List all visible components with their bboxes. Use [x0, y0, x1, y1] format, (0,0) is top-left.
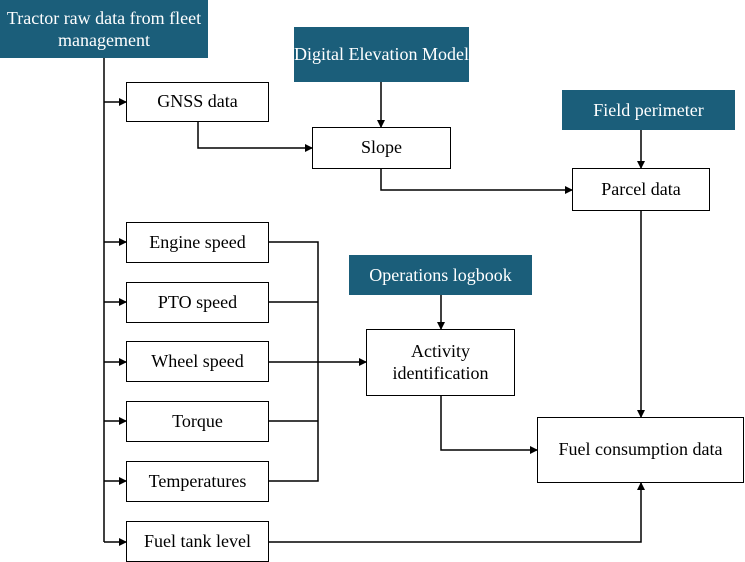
engine-speed-label: Engine speed	[149, 231, 246, 252]
logbook-label: Operations logbook	[369, 264, 512, 285]
torque-label: Torque	[172, 410, 223, 431]
temperatures-node: Temperatures	[126, 461, 269, 502]
dem-source-label: Digital Elevation Model	[294, 44, 469, 65]
activity-identification-label: Activity identification	[392, 340, 489, 383]
slope-node: Slope	[312, 127, 451, 169]
gnss-data-label: GNSS data	[157, 91, 238, 112]
fuel-consumption-data-label: Fuel consumption data	[558, 439, 723, 460]
wheel-speed-label: Wheel speed	[151, 350, 244, 371]
arrow-gnss-slope	[197, 121, 313, 152]
parcel-data-label: Parcel data	[601, 178, 681, 199]
engine-speed-node: Engine speed	[126, 222, 269, 263]
field-perimeter-source-box: Field perimeter	[562, 90, 735, 130]
pto-speed-label: PTO speed	[157, 291, 238, 312]
gnss-data-node: GNSS data	[126, 82, 269, 122]
logbook-source-box: Operations logbook	[349, 255, 532, 295]
parcel-data-node: Parcel data	[572, 168, 710, 211]
fuel-tank-level-label: Fuel tank level	[144, 530, 251, 551]
field-perimeter-label: Field perimeter	[593, 99, 704, 120]
arrow-slope-parcel	[380, 169, 573, 194]
slope-label: Slope	[360, 137, 402, 158]
dem-source-box: Digital Elevation Model	[294, 27, 469, 82]
arrow-activity-fuelcons	[440, 396, 538, 454]
tractor-source-label: Tractor raw data from fleet management	[6, 7, 202, 51]
fuel-tank-level-node: Fuel tank level	[126, 521, 269, 562]
arrow-fueltank-fuelcons	[269, 482, 645, 543]
wheel-speed-node: Wheel speed	[126, 341, 269, 382]
activity-identification-node: Activity identification	[366, 329, 515, 396]
tractor-source-box: Tractor raw data from fleet management	[0, 0, 208, 58]
temperatures-label: Temperatures	[148, 470, 247, 491]
fuel-consumption-data-node: Fuel consumption data	[537, 417, 744, 483]
pto-speed-node: PTO speed	[126, 282, 269, 323]
torque-node: Torque	[126, 401, 269, 442]
